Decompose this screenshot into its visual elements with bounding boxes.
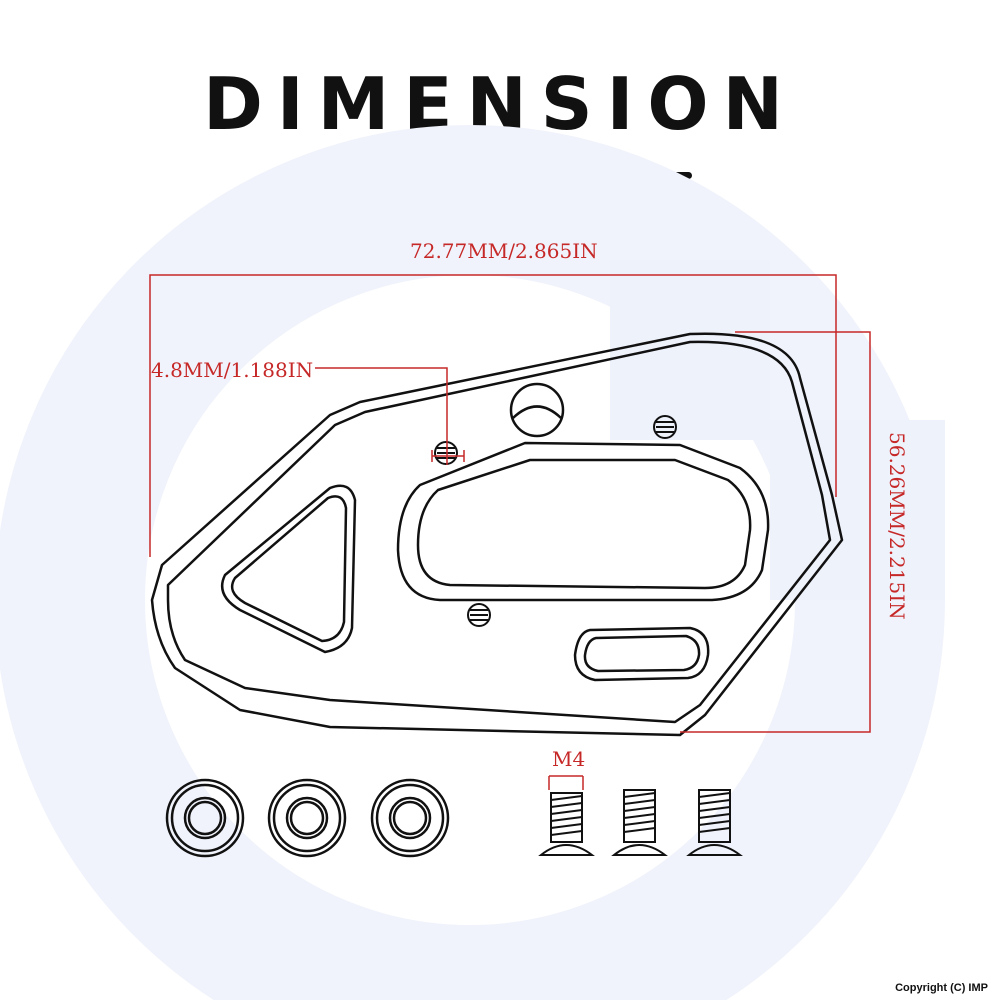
- small-slot-cutout: [573, 626, 710, 682]
- height-dimension-line: [680, 331, 871, 733]
- washer-icon: [267, 778, 347, 858]
- width-dimension-label: 72.77MM/2.865IN: [410, 239, 598, 263]
- height-dimension-label: 56.26MM/2.215IN: [885, 432, 909, 620]
- triangle-cutout: [220, 484, 357, 654]
- copyright-text: Copyright (C) IMP: [895, 982, 988, 994]
- thread-dimension-line: [548, 775, 584, 790]
- side-stand-plate: [150, 332, 844, 737]
- threaded-hole-icon: [434, 441, 458, 465]
- threaded-hole-icon: [653, 415, 677, 439]
- threaded-hole-icon: [467, 603, 491, 627]
- width-dimension-line: [149, 274, 837, 557]
- washer-icon: [165, 778, 245, 858]
- hole-dimension-line: [315, 367, 465, 465]
- hole-dimension-label: 4.8MM/1.188IN: [151, 358, 313, 382]
- large-oval-cutout: [396, 441, 770, 602]
- thread-size-label: M4: [552, 747, 585, 771]
- screw-icon: [538, 792, 595, 856]
- washer-icon: [370, 778, 450, 858]
- screw-icon: [686, 789, 743, 856]
- countersunk-hole: [509, 382, 565, 438]
- screw-icon: [611, 789, 668, 856]
